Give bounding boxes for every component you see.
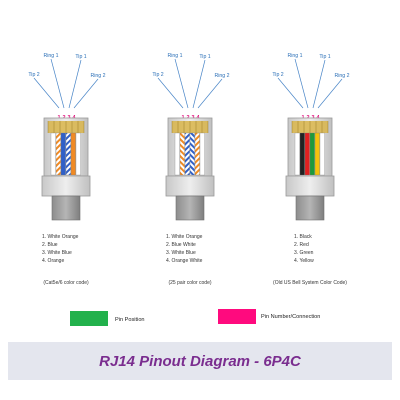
wire <box>319 132 325 176</box>
color-list-item: 1. White Orange <box>166 234 203 240</box>
lead-line <box>33 77 60 109</box>
color-code-caption: (Cat5e/6 color code) <box>43 280 89 286</box>
wire <box>194 132 200 176</box>
pin-position-swatch <box>70 311 108 326</box>
color-list-item: 2. Blue White <box>166 242 196 248</box>
color-list-item: 2. Red <box>294 242 309 248</box>
wire <box>299 132 305 176</box>
wire <box>189 132 195 176</box>
wire <box>65 132 71 176</box>
wire <box>50 132 56 176</box>
wire <box>199 132 205 176</box>
wire-label: Ring 2 <box>335 73 350 79</box>
color-list-item: 3. White Blue <box>166 250 196 256</box>
color-list-item: 2. Blue <box>42 242 58 248</box>
wire <box>75 132 81 176</box>
lead-line <box>312 59 326 109</box>
wire-label: Tip 2 <box>152 72 163 78</box>
lead-line <box>294 58 309 109</box>
lead-line <box>277 77 304 109</box>
wire <box>174 132 180 176</box>
wire-label: Ring 1 <box>168 53 183 59</box>
wire-label: Ring 2 <box>91 73 106 79</box>
lead-line <box>68 59 82 109</box>
wire-label: Ring 1 <box>44 53 59 59</box>
color-list-item: 4. Orange White <box>166 258 203 264</box>
color-list-item: 4. Yellow <box>294 258 314 264</box>
wire <box>179 132 185 176</box>
connector-shell <box>285 175 335 197</box>
wire-label: Ring 2 <box>215 73 230 79</box>
color-list-item: 1. White Orange <box>42 234 79 240</box>
wire <box>60 132 66 176</box>
color-list-item: 3. Green <box>294 250 314 256</box>
wire <box>309 132 315 176</box>
wire-label: Ring 1 <box>288 53 303 59</box>
pin-number-label: Pin Number/Connection <box>261 314 320 320</box>
pin-position-label: Pin Position <box>115 317 145 323</box>
diagram-title: RJ14 Pinout Diagram - 6P4C <box>99 352 301 370</box>
lead-line <box>317 78 343 109</box>
pin-number-swatch <box>218 309 256 324</box>
lead-line <box>192 59 206 109</box>
wire-label: Tip 2 <box>28 72 39 78</box>
wire <box>304 132 310 176</box>
color-list-item: 4. Orange <box>42 258 64 264</box>
wire <box>184 132 190 176</box>
wire <box>314 132 320 176</box>
color-list-item: 1. Black <box>294 234 312 240</box>
title-banner: RJ14 Pinout Diagram - 6P4C <box>8 342 392 380</box>
color-list-item: 3. White Blue <box>42 250 72 256</box>
connector-shell <box>165 175 215 197</box>
wire-label: Tip 1 <box>75 54 86 60</box>
wire-label: Tip 1 <box>199 54 210 60</box>
lead-line <box>174 58 189 109</box>
wire <box>294 132 300 176</box>
cable-boot <box>51 195 81 221</box>
wire-label: Tip 2 <box>272 72 283 78</box>
wire <box>70 132 76 176</box>
lead-line <box>73 78 99 109</box>
connector-shell <box>41 175 91 197</box>
lead-line <box>157 77 184 109</box>
wire-label: Tip 1 <box>319 54 330 60</box>
color-code-caption: (25 pair color code) <box>168 280 211 286</box>
wire <box>55 132 61 176</box>
cable-boot <box>175 195 205 221</box>
cable-boot <box>295 195 325 221</box>
lead-line <box>50 58 65 109</box>
color-code-caption: (Old US Bell System Color Code) <box>273 280 347 286</box>
lead-line <box>197 78 223 109</box>
